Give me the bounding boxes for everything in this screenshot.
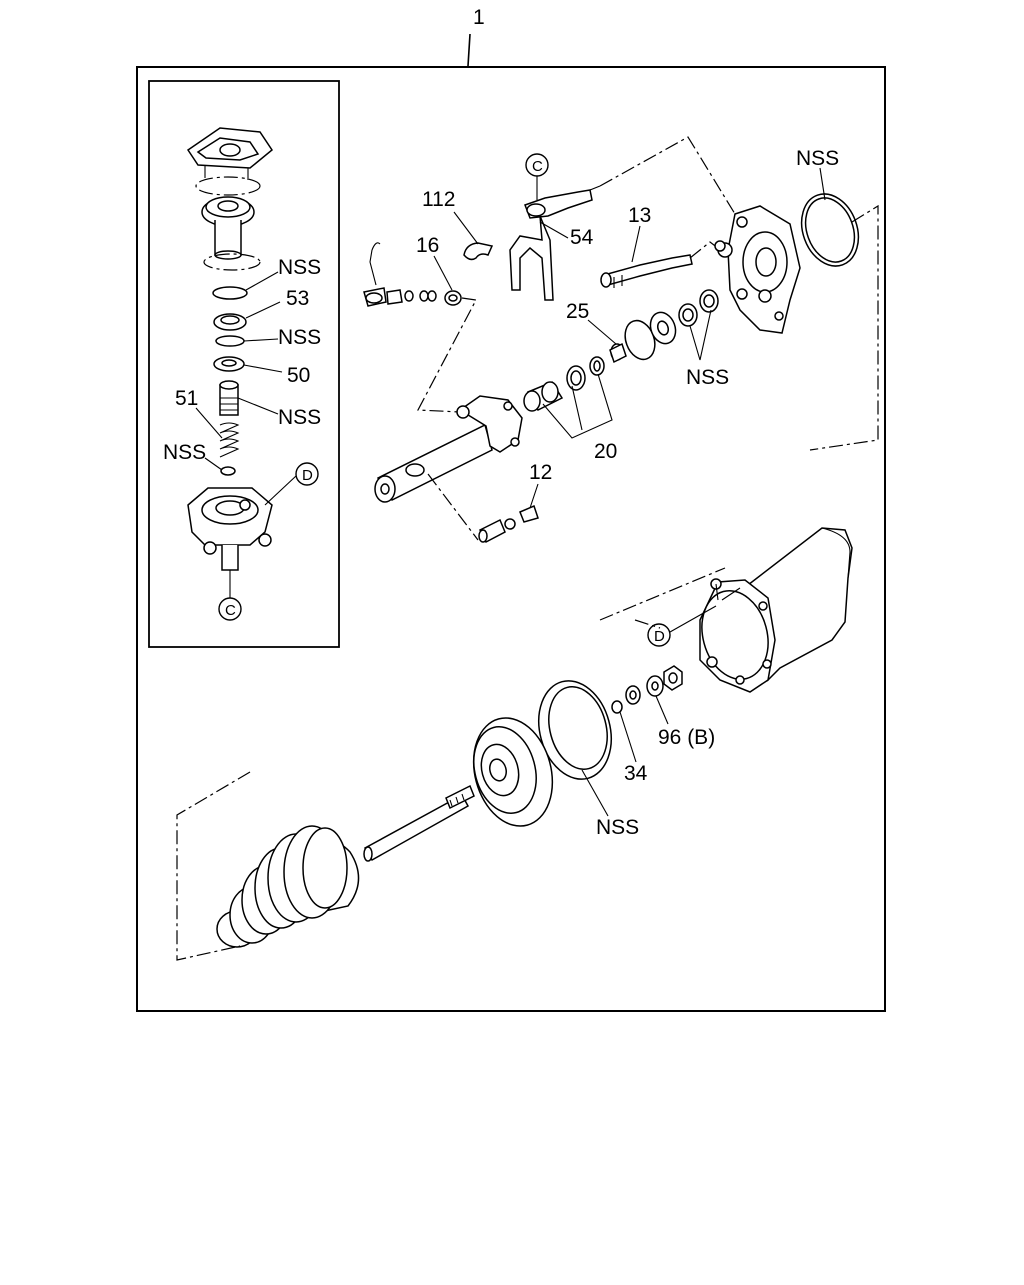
end-cover bbox=[714, 205, 801, 334]
label-51: 51 bbox=[175, 387, 198, 410]
leader-12 bbox=[529, 483, 539, 509]
dash-fork-to-cover bbox=[599, 136, 761, 256]
label-inset-nss-b: NSS bbox=[278, 326, 321, 349]
label-inset-nss-c: NSS bbox=[278, 406, 321, 429]
inset-oring bbox=[215, 335, 245, 347]
leader-20 bbox=[542, 373, 613, 439]
marker-d-inset: D bbox=[295, 462, 319, 486]
dash-lower-left-bracket bbox=[176, 771, 251, 961]
bolt-assembly-16 bbox=[363, 242, 462, 307]
piston-plate bbox=[472, 717, 554, 827]
nut-96b bbox=[663, 665, 683, 691]
seal-nss-b bbox=[699, 289, 719, 313]
seal-nss-a bbox=[678, 303, 698, 327]
leader-inset-d bbox=[264, 475, 297, 506]
label-12: 12 bbox=[529, 461, 552, 484]
dash-housing-to-12 bbox=[427, 473, 479, 541]
assembly-frame bbox=[136, 66, 886, 1012]
leader-13 bbox=[631, 225, 641, 263]
bushing-mid bbox=[649, 311, 677, 345]
leader-nss-pair bbox=[689, 309, 712, 361]
svg-text:C: C bbox=[225, 602, 236, 619]
leader-inset-nss-c bbox=[237, 397, 279, 415]
label-nss-seal: NSS bbox=[596, 816, 639, 839]
leader-54 bbox=[539, 221, 569, 239]
inset-spring-51 bbox=[219, 422, 240, 458]
leader-nss-ring bbox=[819, 167, 826, 201]
booster-shell bbox=[699, 527, 853, 693]
dash-13-to-cover bbox=[689, 241, 737, 263]
label-54: 54 bbox=[570, 226, 594, 249]
label-50: 50 bbox=[287, 364, 310, 387]
label-53: 53 bbox=[286, 287, 309, 310]
label-1: 1 bbox=[473, 6, 485, 29]
label-25: 25 bbox=[566, 300, 589, 323]
leader-inset-nss-b bbox=[243, 338, 279, 342]
label-nss-ring: NSS bbox=[796, 147, 839, 170]
inset-frame bbox=[148, 80, 340, 648]
leader-25 bbox=[587, 319, 617, 345]
leader-inset-nss-a bbox=[245, 271, 279, 291]
clip-112 bbox=[463, 242, 494, 261]
leader-16 bbox=[433, 255, 453, 291]
leader-112 bbox=[453, 211, 479, 245]
bleeder-12 bbox=[478, 504, 539, 544]
spacer-20-a bbox=[523, 381, 564, 412]
inset-snap-ring bbox=[212, 286, 248, 300]
o-ring-large bbox=[800, 193, 860, 267]
leader-34 bbox=[619, 711, 637, 763]
marker-d-shell: D bbox=[647, 623, 671, 647]
leader-96b bbox=[655, 695, 669, 725]
washer-flat bbox=[625, 685, 641, 705]
inset-valve bbox=[219, 380, 239, 416]
inset-diaphragm-ring bbox=[195, 176, 261, 196]
return-spring bbox=[216, 825, 360, 948]
cylinder-housing bbox=[374, 395, 523, 503]
spacer-20-c bbox=[589, 356, 605, 376]
label-34: 34 bbox=[624, 762, 648, 785]
washer-96b bbox=[646, 675, 664, 697]
leader-shell-d bbox=[669, 605, 717, 633]
label-inset-nss-d: NSS bbox=[163, 441, 206, 464]
leader-inset-53 bbox=[245, 301, 281, 319]
label-13: 13 bbox=[628, 204, 651, 227]
leader-inset-nss-d bbox=[204, 457, 223, 471]
dash-16-to-housing bbox=[417, 297, 477, 413]
leader-20-mid bbox=[571, 385, 583, 431]
svg-text:D: D bbox=[654, 628, 665, 645]
svg-text:D: D bbox=[302, 467, 313, 484]
dash-shell-top bbox=[599, 567, 726, 621]
label-20: 20 bbox=[594, 440, 617, 463]
inset-small-ring bbox=[220, 466, 236, 476]
marker-c-fork: C bbox=[525, 153, 549, 177]
inset-piston bbox=[201, 196, 255, 260]
label-112: 112 bbox=[422, 188, 455, 211]
leader-inset-51 bbox=[195, 407, 223, 439]
ring-34 bbox=[611, 700, 623, 714]
inset-top-cover bbox=[186, 127, 274, 180]
plug-25 bbox=[609, 342, 627, 364]
switch-13 bbox=[600, 254, 693, 288]
label-nss-pair: NSS bbox=[686, 366, 729, 389]
dash-d-shell bbox=[634, 619, 661, 629]
leader-nss-seal bbox=[581, 769, 609, 817]
label-inset-nss-a: NSS bbox=[278, 256, 321, 279]
inset-lower-ring bbox=[203, 253, 261, 271]
shift-fork-54 bbox=[509, 185, 601, 301]
diaphragm-seal bbox=[538, 680, 612, 780]
spacer-20-b bbox=[566, 365, 586, 391]
marker-c-inset: C bbox=[218, 597, 242, 621]
svg-text:C: C bbox=[532, 158, 543, 175]
inset-seal-53 bbox=[213, 313, 247, 331]
leader-1 bbox=[467, 33, 471, 67]
push-rod bbox=[363, 784, 475, 862]
inset-washer-50 bbox=[213, 356, 245, 372]
leader-inset-50 bbox=[243, 364, 283, 373]
label-96b: 96 (B) bbox=[658, 726, 715, 749]
label-16: 16 bbox=[416, 234, 439, 257]
inset-lower-housing bbox=[187, 487, 273, 571]
